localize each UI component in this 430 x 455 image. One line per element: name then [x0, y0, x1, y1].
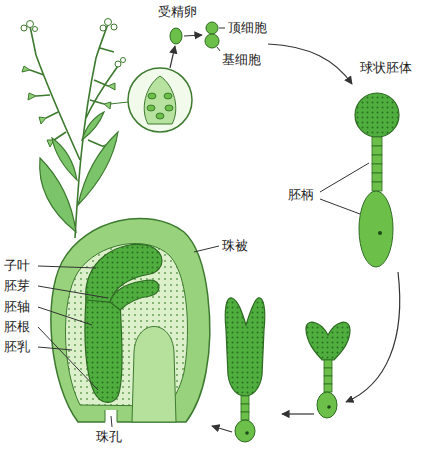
suspensor-cell: [324, 360, 332, 368]
leader-line: [38, 266, 96, 268]
part-label: 胚根: [4, 319, 30, 335]
leader-lines: [38, 246, 219, 427]
pedicel: [30, 70, 66, 140]
silique: [22, 66, 115, 151]
leader-line: [38, 286, 108, 298]
ovary: [144, 76, 176, 124]
stage-label: 受精卵: [158, 4, 197, 20]
leaf: [78, 132, 118, 205]
leader-line: [38, 347, 72, 350]
main-stem: [75, 58, 96, 238]
suspensor-cell: [372, 137, 382, 146]
part-label: 基细胞: [222, 52, 261, 68]
suspensor: [241, 396, 249, 420]
leaf: [52, 138, 77, 180]
leader-line: [219, 28, 225, 29]
ovules: [147, 93, 173, 119]
integument: [51, 218, 210, 422]
torpedo-embryo: [225, 298, 265, 396]
flower: [33, 27, 38, 32]
silique: [22, 66, 30, 72]
flower: [121, 58, 126, 63]
micropyle-edge: [117, 410, 118, 422]
suspensor-cell: [324, 384, 332, 392]
flower: [100, 25, 106, 31]
suspensor-cell: [241, 412, 249, 420]
stage-label: 球状胚体: [360, 60, 412, 76]
arrow: [212, 426, 232, 432]
suspensor-cell: [372, 182, 382, 191]
silique: [28, 93, 36, 100]
arrow: [282, 413, 314, 414]
funiculus: [132, 327, 176, 423]
basal-cell: [317, 392, 337, 418]
flower: [27, 21, 34, 28]
ovule: [165, 105, 173, 111]
basal-cell: [359, 191, 393, 267]
suspensor-cell: [241, 404, 249, 412]
apical-cell: [206, 22, 218, 34]
micropyle-edge: [105, 410, 106, 422]
arrow: [184, 35, 202, 36]
silique: [104, 102, 111, 109]
part-label: 胚乳: [4, 339, 30, 355]
leaf: [82, 112, 104, 140]
part-label: 胚芽: [4, 278, 30, 294]
arrow: [268, 44, 352, 84]
silique: [39, 117, 46, 124]
suspensor-cell: [241, 396, 249, 404]
flower: [21, 25, 27, 31]
nucleus: [327, 405, 331, 409]
plant-stems: [30, 24, 118, 238]
part-label: 胚轴: [4, 299, 30, 315]
suspensor-cell: [324, 368, 332, 376]
basal-cell: [205, 34, 219, 48]
nucleus: [378, 231, 382, 235]
part-label: 珠孔: [96, 429, 122, 445]
suspensor: [372, 137, 382, 191]
leader-line: [38, 307, 92, 325]
silique: [108, 83, 115, 90]
flower: [115, 61, 121, 67]
leaves: [40, 112, 118, 232]
ovule: [156, 113, 164, 119]
magnifier-circle: [128, 68, 192, 132]
basal-cell: [235, 420, 255, 442]
branch: [96, 24, 108, 58]
cotyledon: [110, 280, 159, 310]
suspensor-cell: [372, 173, 382, 182]
leader-line: [111, 416, 112, 427]
leader-line: [320, 199, 360, 214]
ovule: [147, 105, 155, 111]
flower: [111, 24, 117, 30]
pointer-line: [110, 102, 128, 104]
flowers: [21, 19, 126, 68]
part-label: 胚柄: [288, 187, 314, 203]
leader-line: [320, 163, 369, 192]
branch: [86, 66, 118, 118]
part-label: 子叶: [4, 258, 30, 274]
zygote: [170, 28, 182, 44]
globular-embryo: [355, 93, 399, 137]
leader-line: [194, 246, 219, 252]
ovule: [148, 93, 156, 99]
nucleus: [245, 431, 249, 435]
arrow: [170, 46, 175, 68]
suspensor-cell: [372, 164, 382, 173]
part-label: 珠被: [222, 238, 248, 254]
suspensor-cell: [372, 146, 382, 155]
part-label: 顶细胞: [228, 20, 267, 36]
flower: [105, 19, 112, 26]
leader-line: [38, 327, 98, 390]
heart-embryo: [306, 322, 350, 360]
suspensor-cell: [372, 155, 382, 164]
ovule: [164, 93, 172, 99]
suspensor: [324, 360, 332, 392]
arrow: [346, 272, 400, 402]
embryo-axis: [85, 298, 122, 402]
suspensor-cell: [324, 376, 332, 384]
leader-line: [217, 47, 220, 51]
